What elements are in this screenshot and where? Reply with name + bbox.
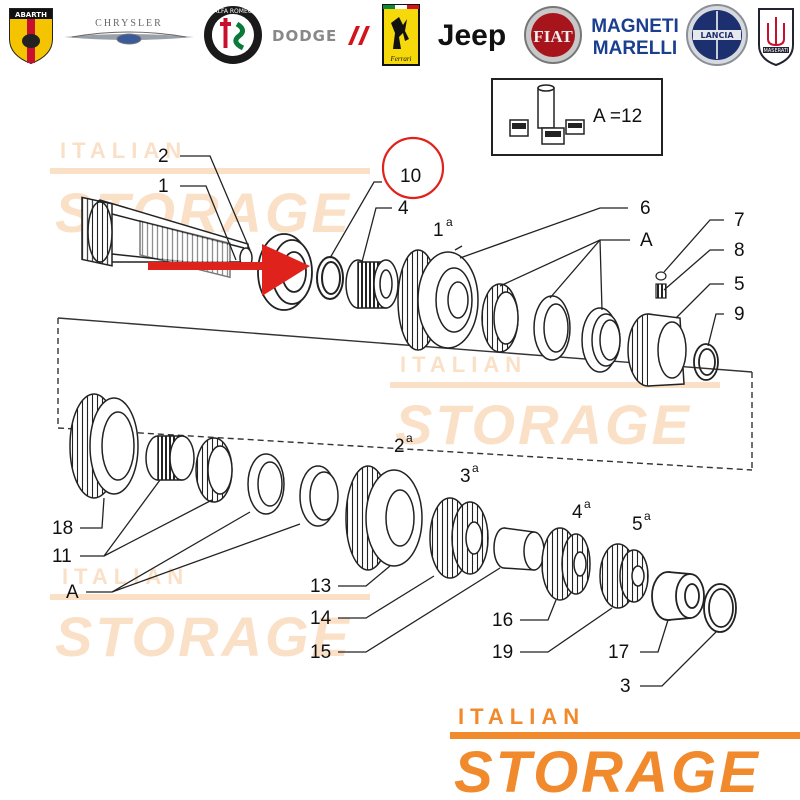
part-10-snap-ring (316, 256, 344, 300)
ferrari-logo: Ferrari (380, 4, 422, 66)
kit-parts-icon (509, 84, 585, 145)
label-11: 11 (52, 546, 72, 567)
label-a-bottom: A (66, 582, 79, 603)
fiat-logo: FIAT (522, 4, 584, 66)
part-5th-gear (599, 543, 649, 609)
alfa-romeo-logo: ALFA ROMEO (200, 4, 266, 66)
svg-text:ITALIAN: ITALIAN (400, 352, 527, 377)
leader-lines (80, 155, 724, 687)
chrysler-text: CHRYSLER (95, 18, 163, 29)
part-8-detent-spring (655, 283, 667, 299)
part-9-snap-ring (693, 343, 719, 381)
label-3rd: 3 (460, 466, 471, 487)
part-a-ring-5 (299, 465, 339, 527)
chrysler-logo: CHRYSLER (62, 4, 196, 66)
label-9: 9 (734, 304, 745, 325)
part-a-ring-3 (195, 437, 233, 503)
label-5th: 5 (632, 514, 643, 535)
label-2nd-suffix: a (406, 431, 413, 445)
label-14: 14 (310, 608, 332, 629)
lancia-logo: LANCIA (684, 4, 750, 66)
label-6: 6 (640, 198, 651, 219)
part-3-snap-ring (703, 583, 737, 633)
label-17: 17 (608, 642, 629, 663)
part-16-bushing (493, 527, 545, 571)
part-labels: 2 1 10 4 1 a 6 A 7 8 5 9 2 a 3 a 4 a 5 a… (52, 146, 745, 697)
part-17-bearing (651, 571, 705, 621)
part-a-ring-1 (533, 295, 571, 361)
svg-text:ITALIAN: ITALIAN (62, 564, 189, 589)
label-15: 15 (310, 642, 331, 663)
part-4-needle-bearing (345, 259, 399, 309)
label-1st-suffix: a (446, 215, 453, 229)
label-7: 7 (734, 210, 745, 231)
part-6-synchro-ring (481, 283, 519, 353)
maserati-logo: MASERATI (754, 4, 798, 67)
label-8: 8 (734, 240, 745, 261)
label-13: 13 (310, 576, 331, 597)
part-1st-gear (397, 249, 479, 351)
label-2nd: 2 (394, 436, 405, 457)
kit-quantity-text: A =12 (593, 106, 642, 127)
ferrari-text: Ferrari (390, 55, 412, 63)
part-3rd-gear (429, 497, 489, 579)
abarth-text: ABARTH (15, 11, 47, 19)
fiat-text: FIAT (533, 27, 573, 46)
brand-storage-text: STORAGE (454, 740, 761, 800)
part-4th-gear (541, 527, 591, 601)
part-5-synchro-hub (627, 313, 687, 387)
dodge-text: DODGE (272, 27, 337, 45)
part-a-ring-4 (247, 453, 285, 515)
label-4th-suffix: a (584, 497, 591, 511)
label-4th: 4 (572, 502, 583, 523)
svg-text:ITALIAN: ITALIAN (60, 138, 187, 163)
part-2nd-gear (345, 465, 423, 571)
jeep-text: Jeep (438, 19, 506, 52)
label-5: 5 (734, 274, 745, 295)
kit-quantity-box: A =12 (491, 78, 663, 156)
jeep-logo: Jeep (428, 4, 516, 66)
label-1st: 1 (433, 220, 444, 241)
maserati-text: MASERATI (764, 48, 789, 54)
label-a-top: A (640, 230, 653, 251)
label-1: 1 (158, 176, 169, 197)
marelli-text: MARELLI (593, 38, 677, 59)
brand-logo-bar: ABARTH CHRYSLER ALFA ROMEO DODGE (0, 0, 800, 72)
label-3: 3 (620, 676, 631, 697)
label-18: 18 (52, 518, 73, 539)
label-3rd-suffix: a (472, 461, 479, 475)
italian-storage-watermark-2: ITALIAN STORAGE (390, 352, 720, 456)
highlight-marker (148, 136, 445, 296)
magneti-marelli-logo: MAGNETI MARELLI (588, 4, 682, 66)
label-10: 10 (400, 166, 421, 187)
label-2: 2 (158, 146, 169, 167)
italian-storage-watermark-3: ITALIAN STORAGE (50, 564, 370, 668)
red-arrow-icon (148, 244, 310, 296)
svg-text:STORAGE: STORAGE (55, 605, 352, 668)
alfa-romeo-text: ALFA ROMEO (214, 8, 253, 15)
label-5th-suffix: a (644, 509, 651, 523)
lancia-text: LANCIA (700, 31, 734, 40)
dodge-logo: DODGE (270, 4, 374, 66)
italian-storage-brand: ITALIAN STORAGE (450, 704, 800, 800)
brand-italian-text: ITALIAN (458, 704, 585, 729)
magneti-text: MAGNETI (591, 16, 679, 37)
label-19: 19 (492, 642, 513, 663)
svg-text:STORAGE: STORAGE (395, 393, 692, 456)
highlight-circle (381, 136, 445, 200)
label-4: 4 (398, 198, 409, 219)
abarth-logo: ABARTH (2, 4, 60, 66)
part-7-detent-ball (655, 271, 667, 281)
part-11-needle-bearing (145, 435, 195, 481)
label-16: 16 (492, 610, 513, 631)
part-18-gear (69, 393, 139, 499)
part-a-ring-2 (581, 307, 621, 373)
